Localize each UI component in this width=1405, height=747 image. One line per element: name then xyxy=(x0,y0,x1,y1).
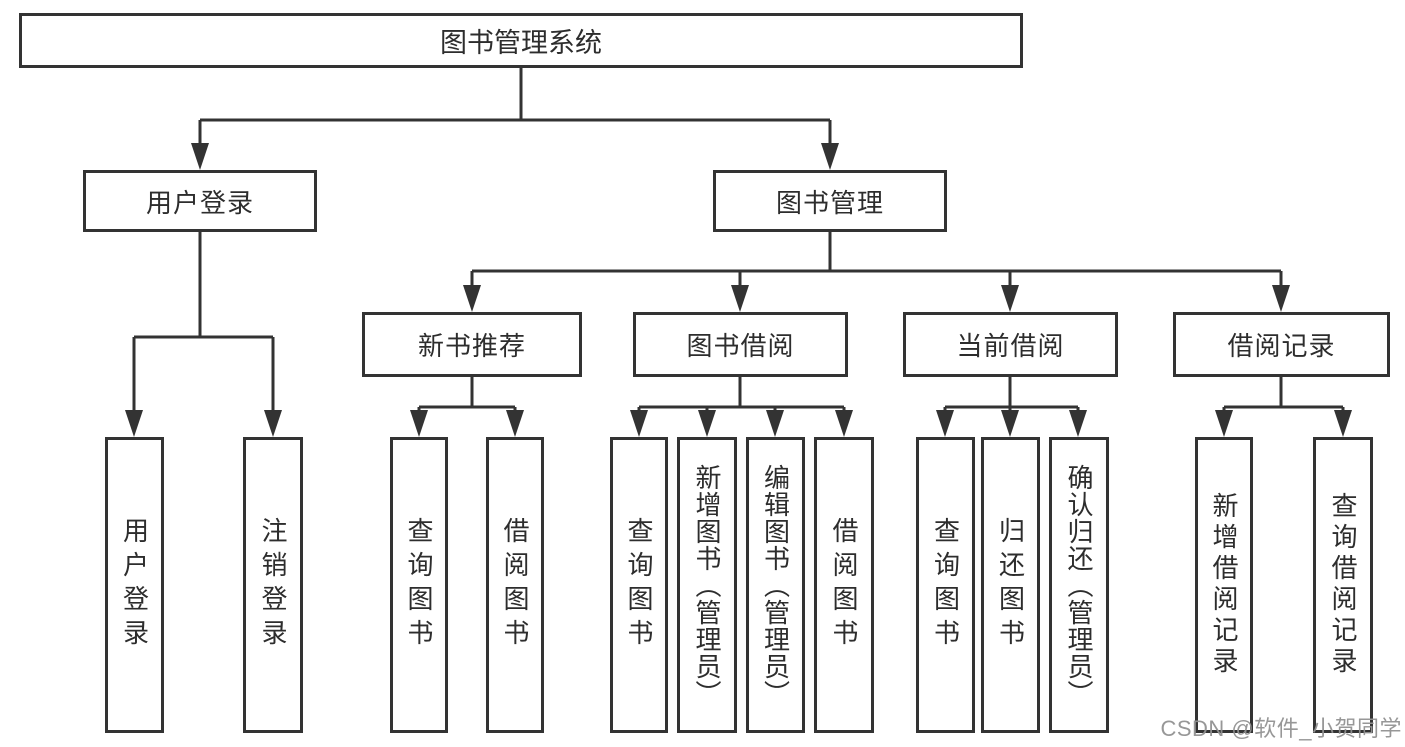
leaf-record-add-label: 新增借阅记录 xyxy=(1209,492,1239,678)
leaf-current-confirm-admin-label: 确认归还（管理员） xyxy=(1064,463,1094,707)
leaf-borrow-edit-admin: 编辑图书（管理员） xyxy=(746,437,805,733)
leaf-user-login-label: 用户登录 xyxy=(119,517,150,653)
leaf-current-query: 查询图书 xyxy=(916,437,975,733)
leaf-borrow-add-admin: 新增图书（管理员） xyxy=(677,437,737,733)
leaf-record-query: 查询借阅记录 xyxy=(1313,437,1373,733)
watermark: CSDN @软件_小贺同学 xyxy=(1160,716,1402,741)
leaf-newbook-query-label: 查询图书 xyxy=(404,517,434,653)
leaf-logout-label: 注销登录 xyxy=(258,517,288,653)
leaf-record-query-label: 查询借阅记录 xyxy=(1328,492,1358,678)
node-book-management: 图书管理 xyxy=(713,170,947,232)
connector-paths xyxy=(132,68,1345,413)
leaf-borrow-borrow-label: 借阅图书 xyxy=(829,517,859,653)
leaf-logout: 注销登录 xyxy=(243,437,303,733)
leaf-current-return-label: 归还图书 xyxy=(995,517,1026,653)
leaf-borrow-borrow: 借阅图书 xyxy=(814,437,874,733)
leaf-newbook-borrow-label: 借阅图书 xyxy=(500,517,530,653)
leaf-current-query-label: 查询图书 xyxy=(930,517,961,653)
node-current-borrow: 当前借阅 xyxy=(903,312,1118,377)
leaf-borrow-add-admin-label: 新增图书（管理员） xyxy=(692,463,722,707)
leaf-current-return: 归还图书 xyxy=(981,437,1040,733)
leaf-record-add: 新增借阅记录 xyxy=(1195,437,1253,733)
node-book-borrow: 图书借阅 xyxy=(633,312,848,377)
leaf-borrow-edit-admin-label: 编辑图书（管理员） xyxy=(760,463,791,707)
leaf-borrow-query: 查询图书 xyxy=(610,437,668,733)
node-root: 图书管理系统 xyxy=(19,13,1023,68)
leaf-current-confirm-admin: 确认归还（管理员） xyxy=(1049,437,1109,733)
node-borrow-record: 借阅记录 xyxy=(1173,312,1390,377)
leaf-newbook-query: 查询图书 xyxy=(390,437,448,733)
arrowheads xyxy=(125,143,1352,437)
leaf-borrow-query-label: 查询图书 xyxy=(624,517,654,653)
node-user-login: 用户登录 xyxy=(83,170,317,232)
node-new-book-recommend: 新书推荐 xyxy=(362,312,582,377)
leaf-newbook-borrow: 借阅图书 xyxy=(486,437,544,733)
leaf-user-login: 用户登录 xyxy=(105,437,164,733)
